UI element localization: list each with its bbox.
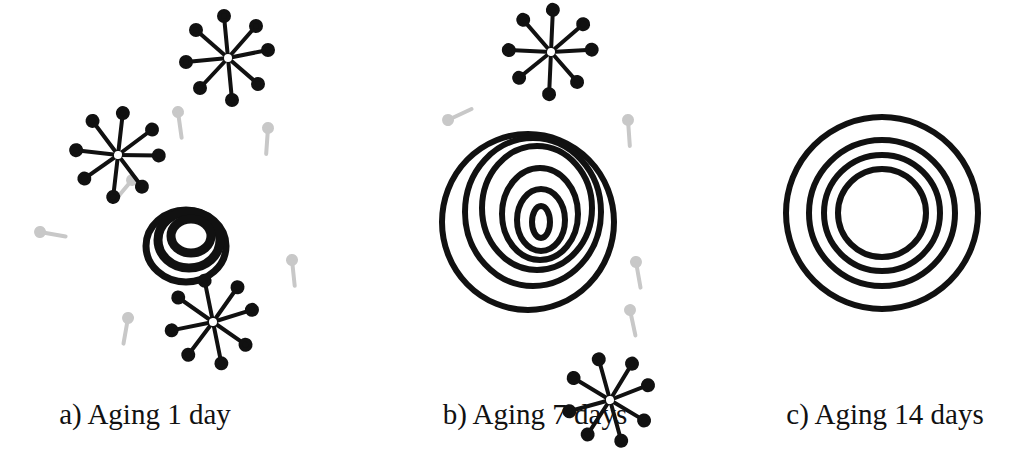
panel-caption: c) Aging 14 days: [786, 398, 983, 431]
panel-caption: a) Aging 1 day: [59, 398, 231, 431]
panel-caption: b) Aging 7 days: [443, 398, 627, 431]
